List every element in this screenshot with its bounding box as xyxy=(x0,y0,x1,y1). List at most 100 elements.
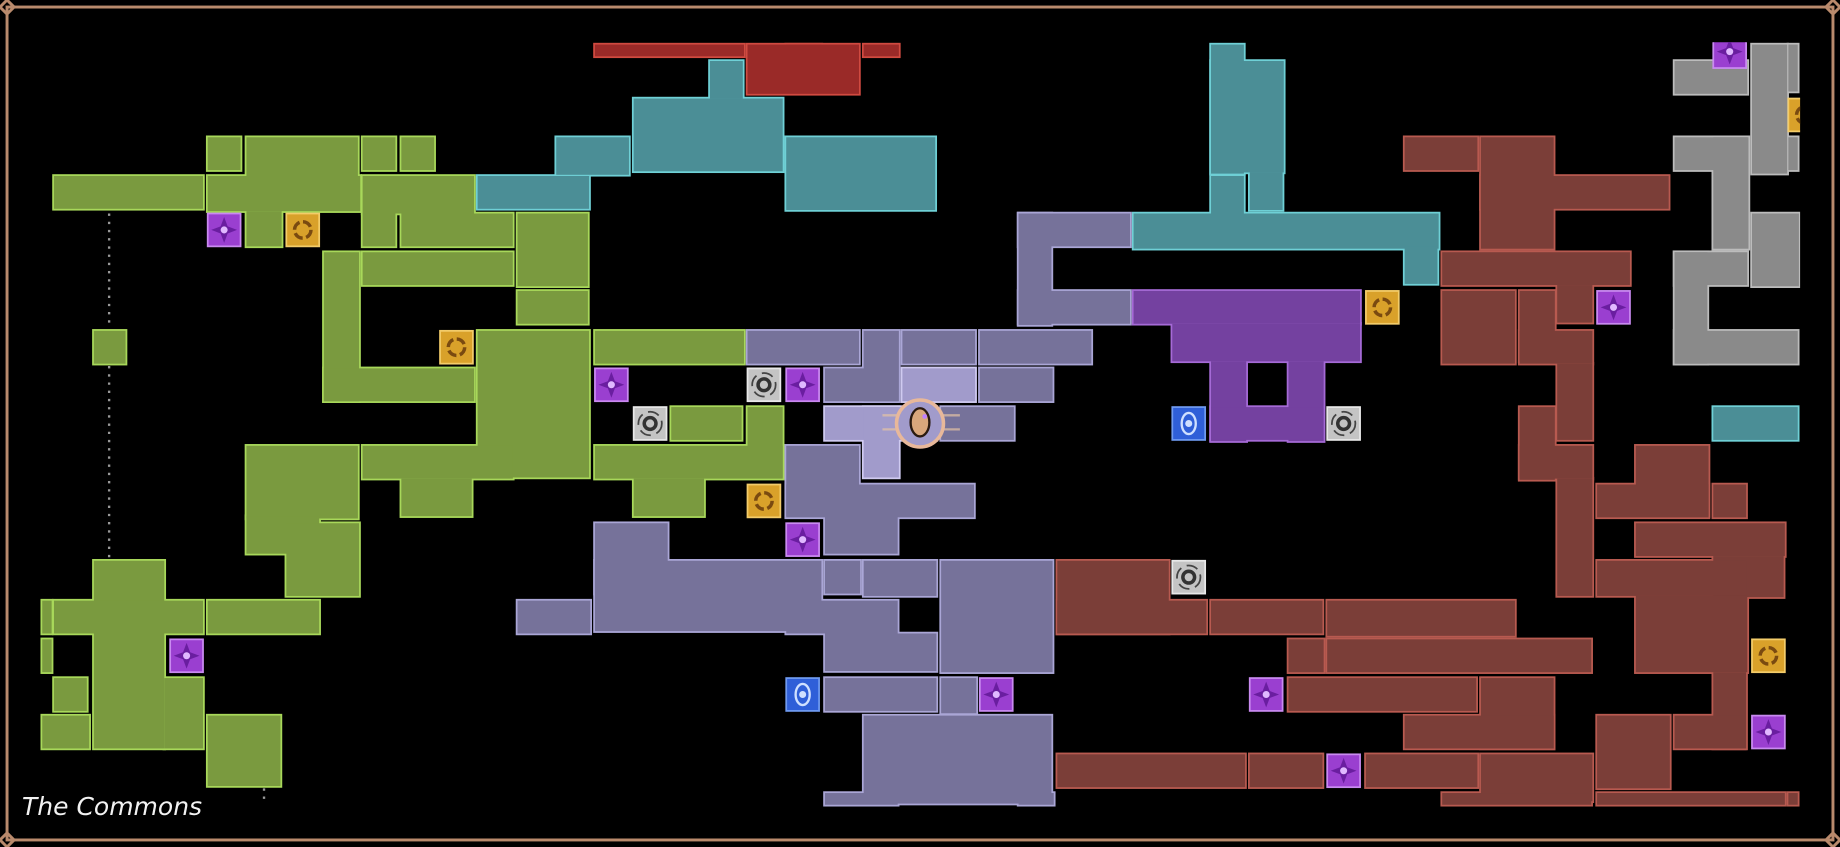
slate-room xyxy=(747,330,859,364)
dotted-connections xyxy=(107,213,266,805)
golden-swirl-icon[interactable] xyxy=(1365,290,1400,325)
brick-room xyxy=(1597,484,1709,518)
gray-room xyxy=(1788,44,1798,92)
brick-room xyxy=(1442,290,1515,364)
player-marker-icon xyxy=(882,398,960,449)
brick-room xyxy=(1557,478,1593,596)
gray-room xyxy=(1751,213,1799,287)
star-warp-icon[interactable] xyxy=(785,367,820,403)
green-room xyxy=(53,175,204,209)
teal-room xyxy=(477,175,590,209)
blue-eye-icon[interactable] xyxy=(1171,406,1207,441)
green-room xyxy=(362,213,396,247)
green-room xyxy=(362,175,475,214)
blue-eye-icon[interactable] xyxy=(785,677,820,712)
green-room xyxy=(401,137,435,171)
green-room xyxy=(517,213,588,287)
star-warp-icon[interactable] xyxy=(1248,677,1284,712)
green-room xyxy=(207,175,361,212)
green-room xyxy=(401,213,513,247)
crimson-room xyxy=(863,44,899,57)
brick-room xyxy=(1249,754,1323,788)
star-warp-icon[interactable] xyxy=(594,367,629,403)
green-room xyxy=(246,445,358,519)
teal-room xyxy=(709,61,743,99)
brick-room xyxy=(1057,754,1246,788)
slate-room xyxy=(902,330,976,364)
gray-room xyxy=(1788,137,1798,171)
star-warp-icon[interactable] xyxy=(169,638,204,674)
star-warp-icon[interactable] xyxy=(785,522,820,557)
green-room xyxy=(401,478,472,517)
green-room xyxy=(207,600,320,634)
green-room xyxy=(594,330,744,364)
lavender-room xyxy=(863,407,899,478)
golden-swirl-icon[interactable] xyxy=(285,212,321,248)
gray-ring-icon[interactable] xyxy=(1326,406,1361,441)
slate-room xyxy=(824,678,937,711)
golden-swirl-icon[interactable] xyxy=(746,483,782,519)
map-icons xyxy=(169,35,1821,789)
brick-room xyxy=(1365,754,1478,788)
brick-room xyxy=(1635,595,1748,673)
golden-swirl-icon[interactable] xyxy=(1751,638,1786,674)
lavender-room xyxy=(902,368,976,402)
brick-room xyxy=(1211,600,1323,634)
slate-room xyxy=(824,793,898,805)
green-room xyxy=(42,715,90,749)
golden-swirl-icon[interactable] xyxy=(1787,97,1821,133)
slate-room xyxy=(863,560,937,596)
slate-room xyxy=(863,715,1052,804)
green-room xyxy=(633,478,705,517)
slate-room xyxy=(979,330,1092,364)
teal-room xyxy=(1713,407,1798,440)
green-room xyxy=(93,560,165,749)
teal-room xyxy=(633,98,783,172)
brick-room xyxy=(1057,600,1207,634)
brick-room xyxy=(1788,793,1798,805)
brick-room xyxy=(1635,523,1785,557)
green-room xyxy=(362,137,396,171)
brick-room xyxy=(1713,484,1747,518)
brick-room xyxy=(1327,600,1515,636)
teal-room xyxy=(1133,213,1439,249)
violet-room xyxy=(1172,323,1361,362)
slate-room xyxy=(824,633,937,672)
gray-room xyxy=(1713,137,1749,249)
green-room xyxy=(42,600,52,634)
star-warp-icon[interactable] xyxy=(1596,290,1631,325)
golden-swirl-icon[interactable] xyxy=(439,329,474,365)
brick-room xyxy=(1519,445,1593,479)
brick-room xyxy=(1404,715,1554,749)
brick-room xyxy=(1557,363,1593,440)
green-room xyxy=(207,715,281,786)
crimson-room xyxy=(594,44,744,57)
green-room xyxy=(362,445,513,479)
star-warp-icon[interactable] xyxy=(1712,35,1748,69)
teal-room xyxy=(1249,172,1283,210)
slate-room xyxy=(941,678,977,714)
gray-ring-icon[interactable] xyxy=(632,406,668,441)
star-warp-icon[interactable] xyxy=(1751,714,1786,750)
star-warp-icon[interactable] xyxy=(978,677,1014,712)
brick-room xyxy=(1288,639,1324,673)
green-room xyxy=(246,211,282,247)
violet-room xyxy=(1133,290,1361,324)
map-rooms xyxy=(40,42,1801,807)
slate-room xyxy=(1018,290,1131,324)
star-warp-icon[interactable] xyxy=(206,212,242,248)
star-warp-icon[interactable] xyxy=(1326,753,1361,789)
brick-room xyxy=(1404,137,1478,171)
brick-room xyxy=(1597,560,1747,596)
slate-room xyxy=(941,407,1014,440)
brick-room xyxy=(1557,285,1593,323)
gray-ring-icon[interactable] xyxy=(746,367,782,403)
brick-room xyxy=(1597,715,1670,789)
gray-ring-icon[interactable] xyxy=(1171,559,1207,595)
slate-room xyxy=(979,368,1053,402)
green-room xyxy=(42,639,52,673)
slate-room xyxy=(824,516,898,554)
green-room xyxy=(671,407,742,440)
green-room xyxy=(53,600,204,634)
